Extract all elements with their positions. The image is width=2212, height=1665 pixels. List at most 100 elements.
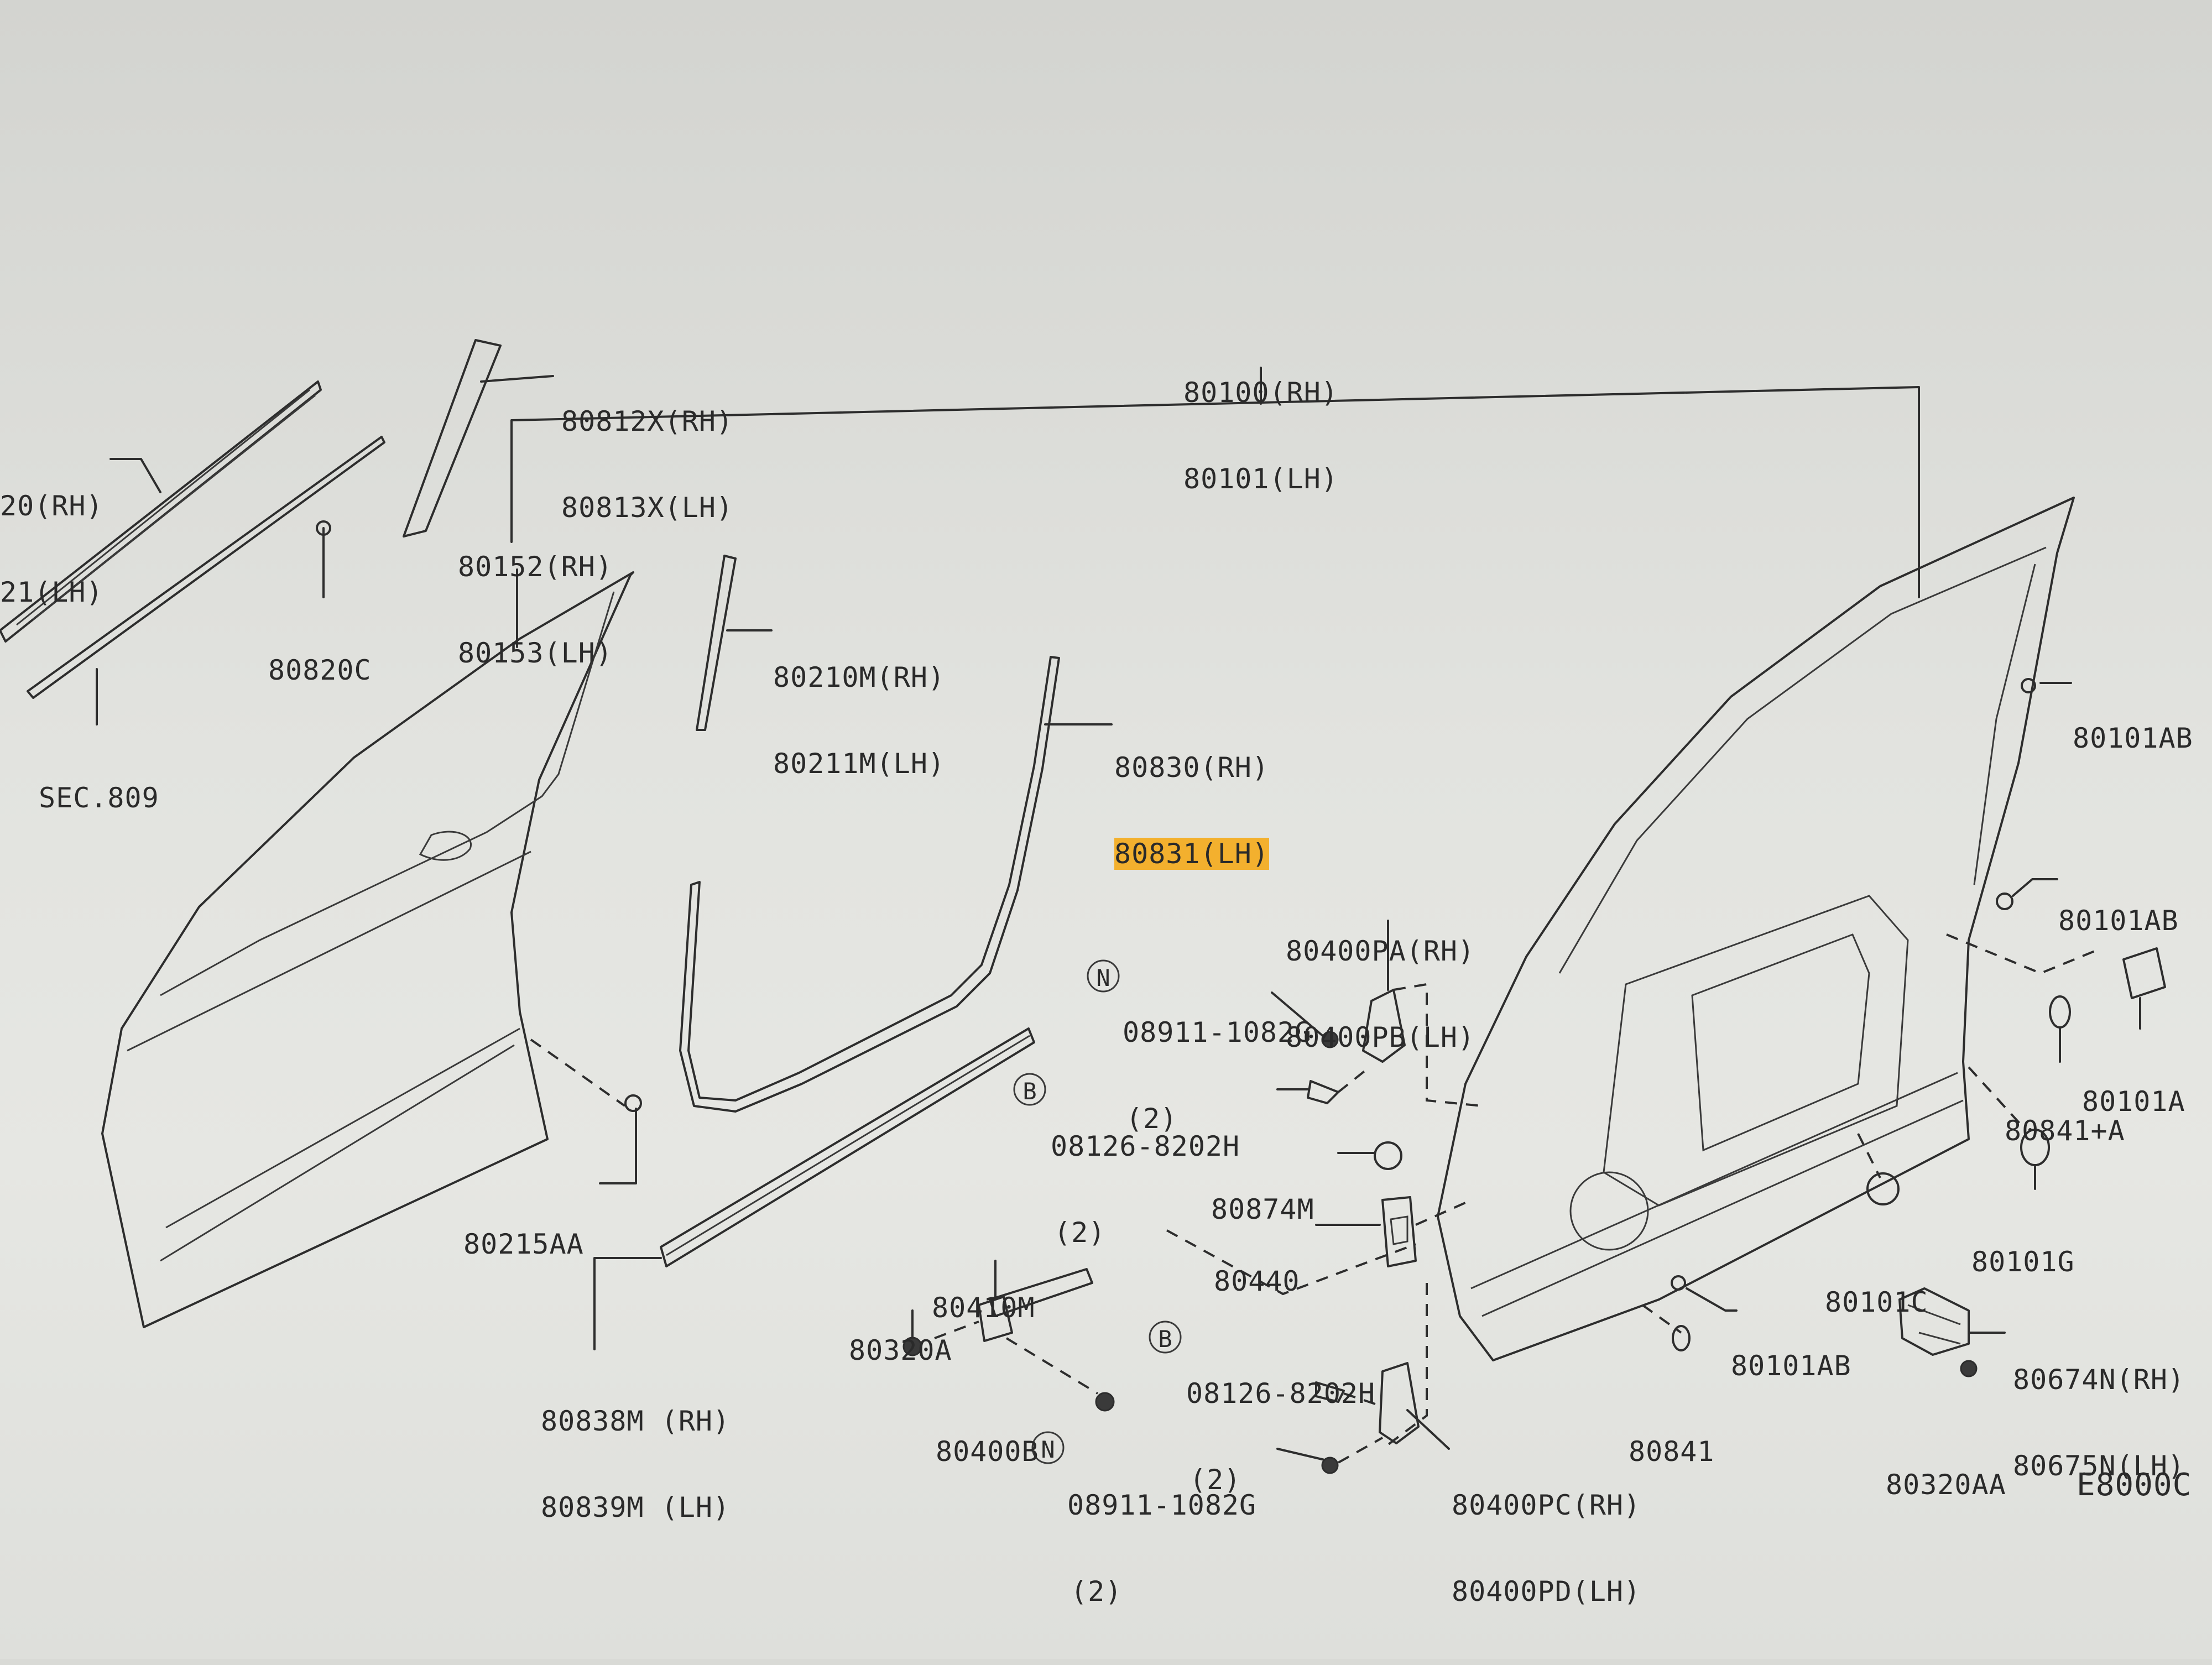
dash-check-link <box>1166 1202 1466 1296</box>
label-80874m-line-1: 80874M <box>1211 1193 1314 1225</box>
label-80215aa: 80215AA <box>463 1172 584 1316</box>
circled-n-marker-1 <box>1087 959 1120 993</box>
nut-08911-a <box>1321 1031 1339 1048</box>
circled-b-letter-1: B <box>1022 1078 1036 1105</box>
label-80841a-line-1: 80841+A <box>2005 1115 2125 1147</box>
label-80101ab-3-line-1: 80101AB <box>1731 1350 1851 1382</box>
leader-80838m <box>593 1257 662 1350</box>
clip-80820c <box>316 520 331 536</box>
clip-80101ab-3 <box>1671 1275 1686 1291</box>
label-80400pa: 80400PA(RH) 80400PB(LH) <box>1286 879 1475 1109</box>
label-80820c-line-1: 80820C <box>268 654 372 686</box>
hinge-80674n <box>1898 1287 1970 1356</box>
circled-b-marker-1 <box>1013 1073 1046 1106</box>
label-80440: 80440 <box>1214 1209 1300 1353</box>
label-80830-line-2: 80831(LH) <box>1114 838 1269 870</box>
check-link-80410m <box>989 1268 1093 1317</box>
label-80101ab-3: 80101AB <box>1731 1294 1851 1438</box>
circled-n-letter-2: N <box>1041 1436 1055 1463</box>
plug-80101a <box>2122 947 2166 999</box>
outer-door-handle <box>419 831 472 861</box>
label-80440-line-1: 80440 <box>1214 1265 1300 1297</box>
check-link-stopper <box>978 1296 1013 1342</box>
outer-door-window-edge <box>160 591 615 996</box>
label-80101ab-2: 80101AB <box>2058 849 2179 993</box>
dash-80400b <box>1005 1337 1099 1395</box>
label-80410m-line-1: 80410M <box>932 1292 1035 1324</box>
dash-hinge-upper <box>1393 983 1483 1107</box>
dash-80101c <box>1857 1133 1881 1178</box>
label-8082x-line-1: 20(RH) <box>0 490 103 522</box>
label-80841: 80841 <box>1629 1380 1715 1523</box>
plug-80841a <box>2049 995 2071 1029</box>
label-08126-b-line-1: 08126-8202H <box>1186 1377 1376 1410</box>
hinge-80400pa <box>1362 989 1406 1063</box>
weatherstrip-80830 <box>679 656 1060 1113</box>
dash-08126-b <box>1343 1392 1378 1406</box>
bolt-80320aa <box>1960 1360 1978 1377</box>
label-80400b: 80400B <box>936 1380 1039 1523</box>
clip-80215aa <box>624 1094 642 1112</box>
sash-seal-80210m <box>696 555 737 731</box>
label-80101g: 80101G <box>1971 1190 2075 1334</box>
label-08126-a-line-1: 08126-8202H <box>1051 1130 1240 1162</box>
label-80100-line-1: 80100(RH) <box>1183 377 1338 409</box>
label-08911-a-line-2: (2) <box>1126 1103 1178 1135</box>
label-08911-b-line-2: (2) <box>1071 1575 1123 1607</box>
label-80838m-line-1: 80838M (RH) <box>541 1405 731 1437</box>
label-80320a: 80320A <box>849 1278 952 1422</box>
label-80400b-line-1: 80400B <box>936 1436 1039 1468</box>
clip-80101ab-2 <box>1996 892 2013 910</box>
label-80841-line-1: 80841 <box>1629 1436 1715 1468</box>
bracket-80440-slot <box>1390 1215 1408 1245</box>
circled-b-marker-2 <box>1149 1320 1182 1354</box>
leader-8082x <box>109 458 161 493</box>
label-80101c: 80101C <box>1825 1230 1928 1374</box>
outer-moulding-hatch <box>16 389 316 626</box>
nut-08911-b <box>1321 1457 1339 1474</box>
dash-80101g <box>1968 1066 2025 1129</box>
clip-80101ab-1 <box>2021 678 2036 693</box>
speaker-opening <box>1569 1171 1649 1251</box>
label-8082x: 20(RH) 21(LH) <box>0 434 103 664</box>
label-80210: 80210M(RH) 80211M(LH) <box>773 606 945 836</box>
lower-seal-80838m <box>660 1027 1035 1267</box>
label-80674n: 80674N(RH) 80675N(LH) <box>2013 1308 2185 1538</box>
leader-80812 <box>480 375 554 383</box>
label-80101ab-2-line-1: 80101AB <box>2058 905 2179 937</box>
lower-seal-80838m-inner <box>666 1035 1030 1256</box>
label-80830: 80830(RH) 80831(LH) <box>1114 696 1269 926</box>
label-80674n-line-2: 80675N(LH) <box>2013 1450 2185 1482</box>
leader-80215aa <box>599 1108 637 1184</box>
label-80400pa-line-1: 80400PA(RH) <box>1286 935 1475 967</box>
hinge-80674n-detail <box>1907 1304 1961 1345</box>
label-08126-b: 08126-8202H (2) <box>1186 1322 1375 1552</box>
label-80400pa-line-2: 80400PB(LH) <box>1286 1021 1475 1053</box>
label-sec809-line-1: SEC.809 <box>39 782 159 814</box>
label-08911-a: 08911-1082G (2) <box>1123 961 1312 1191</box>
label-80152: 80152(RH) 80153(LH) <box>458 495 613 725</box>
label-80838m: 80838M (RH) 80839M (LH) <box>541 1349 730 1579</box>
inner-door-window-edge <box>1558 546 2047 974</box>
label-08911-b: 08911-1082G (2) <box>1067 1433 1256 1663</box>
leader-08911-a <box>1271 991 1328 1041</box>
outer-door-beltline <box>127 850 531 1262</box>
dash-08911-b <box>1338 1437 1383 1464</box>
dash-80841 <box>1641 1304 1682 1334</box>
label-80152-line-2: 80153(LH) <box>458 637 613 669</box>
label-8082x-line-2: 21(LH) <box>0 576 103 608</box>
highlighted-part-number: 80831(LH) <box>1114 838 1269 870</box>
label-80812-line-1: 80812X(RH) <box>561 405 734 437</box>
label-80101c-line-1: 80101C <box>1825 1286 1928 1318</box>
inner-door-frame <box>1437 497 2075 1361</box>
inner-door-lower-rail <box>1470 1072 1964 1317</box>
label-80101ab-1: 80101AB <box>2073 666 2193 810</box>
circled-n-marker-2 <box>1031 1431 1065 1464</box>
label-80320a-line-1: 80320A <box>849 1334 952 1366</box>
label-80320aa-line-1: 80320AA <box>1886 1469 2006 1501</box>
leader-08911-b <box>1276 1448 1326 1461</box>
dash-08126-a <box>1337 1069 1367 1093</box>
